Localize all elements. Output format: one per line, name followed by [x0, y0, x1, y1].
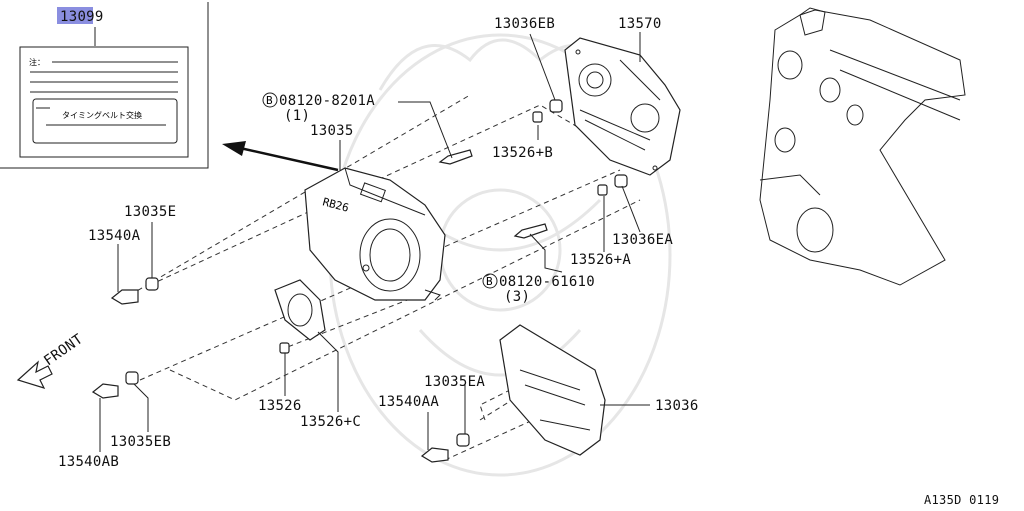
label-13036EA: 13036EA	[612, 232, 673, 248]
lower-cover-13036	[499, 324, 606, 456]
bolt-symbol-a: B	[266, 94, 273, 107]
leader-lines	[99, 32, 650, 452]
gasket	[274, 279, 326, 341]
label-13540AB: 13540AB	[58, 454, 119, 470]
label-bolt-a-qty: (1)	[284, 108, 310, 124]
inset-note-prefix: 注：	[29, 57, 45, 67]
label-13035EA: 13035EA	[424, 374, 485, 390]
bolt-symbol-b: B	[486, 275, 493, 288]
front-arrow: FRONT	[16, 331, 86, 389]
label-13526A: 13526+A	[570, 252, 631, 268]
label-13036EB: 13036EB	[494, 16, 555, 32]
label-13570: 13570	[618, 16, 662, 32]
part-labels: 13036EB 13570 B 08120-8201A (1) 13035 13…	[58, 16, 699, 470]
label-13035: 13035	[310, 123, 354, 139]
inset-arrow	[222, 141, 339, 172]
label-13036: 13036	[655, 398, 699, 414]
label-13035EB: 13035EB	[110, 434, 171, 450]
rear-plate-13570	[564, 37, 681, 176]
reference-code: A135D 0119	[924, 493, 999, 507]
engine-outline	[759, 7, 966, 286]
label-13526: 13526	[258, 398, 302, 414]
label-13526B: 13526+B	[492, 145, 553, 161]
label-13540A: 13540A	[88, 228, 141, 244]
inset-tag-box	[57, 7, 93, 24]
inset-panel: 13099 注： タイミングベルト交換	[0, 2, 209, 169]
label-bolt-a: 08120-8201A	[279, 93, 375, 109]
label-bolt-b: 08120-61610	[499, 274, 595, 290]
front-cover-13035: RB26	[304, 167, 446, 301]
label-13540AA: 13540AA	[378, 394, 439, 410]
front-label: FRONT	[41, 331, 86, 369]
label-13526C: 13526+C	[300, 414, 361, 430]
fasteners	[91, 99, 628, 463]
label-13035E: 13035E	[124, 204, 176, 220]
inset-note-text: タイミングベルト交換	[62, 110, 142, 120]
inset-tag: 13099	[60, 9, 104, 25]
label-bolt-b-qty: (3)	[504, 289, 530, 305]
